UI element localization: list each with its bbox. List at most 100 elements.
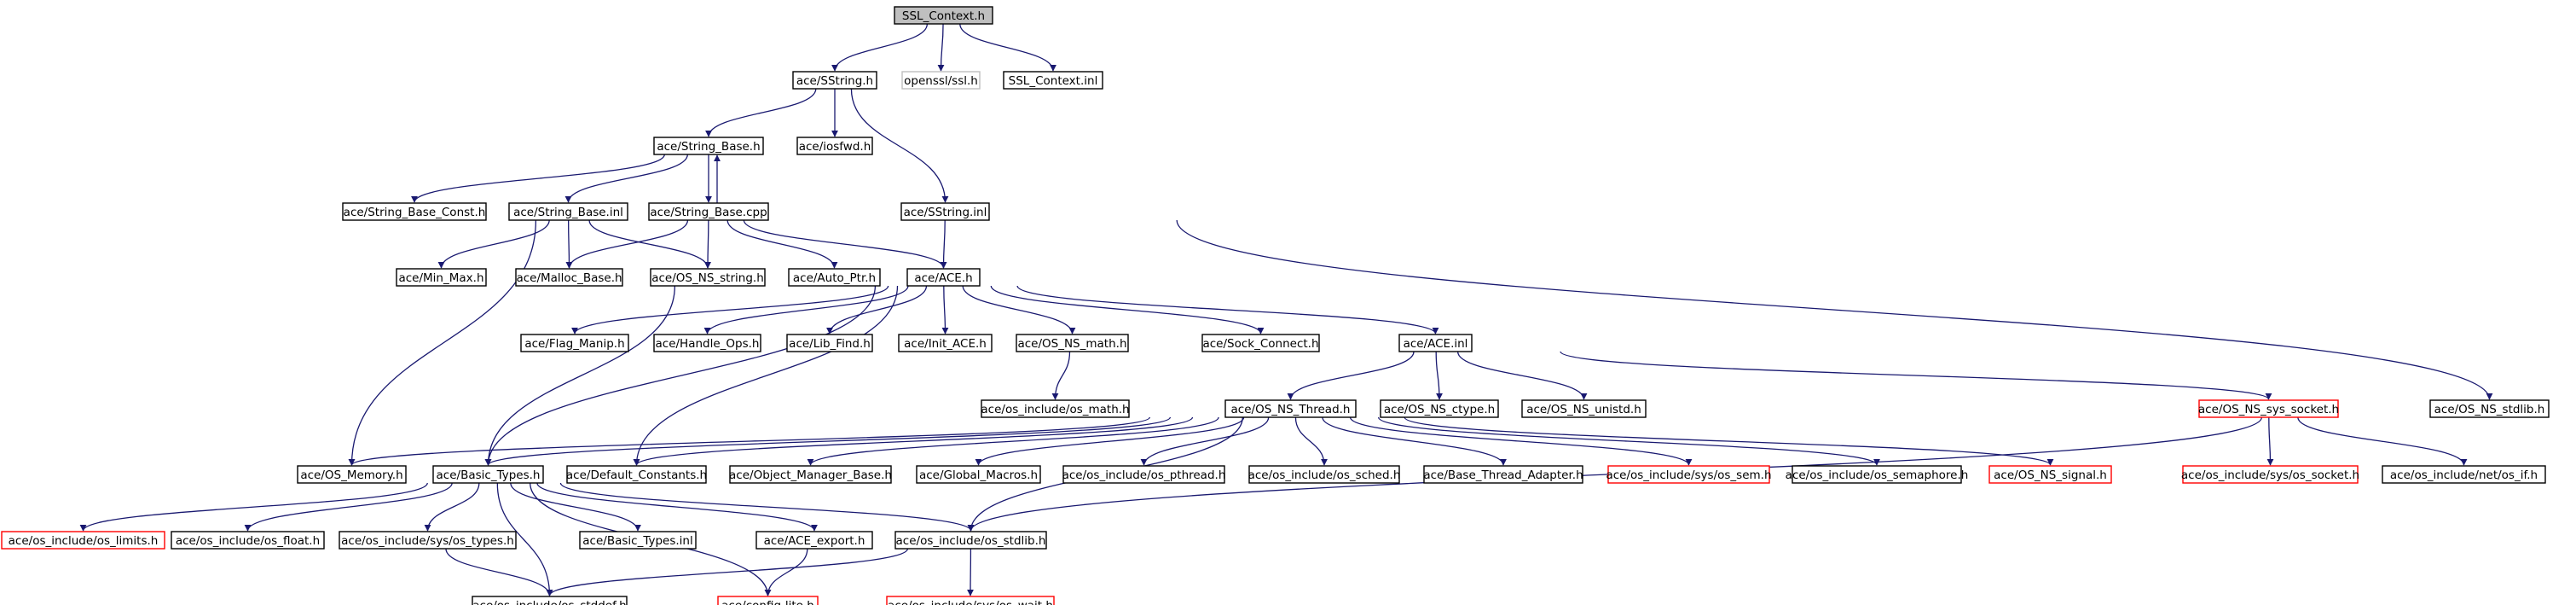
file-node[interactable]: ace/os_include/sys/os_sem.h [1606,465,1772,484]
file-node[interactable]: ace/ACE.inl [1398,334,1473,352]
file-node-label: ace/String_Base.cpp [650,206,767,219]
file-node[interactable]: ace/String_Base.inl [508,202,628,221]
file-node[interactable]: ace/os_include/sys/os_socket.h [2181,465,2359,484]
file-node-label: ace/String_Base.inl [513,206,623,219]
file-node[interactable]: ace/OS_NS_sys_socket.h [2198,399,2339,418]
file-node[interactable]: ace/SString.h [792,71,877,90]
file-node[interactable]: SSL_Context.inl [1003,71,1103,90]
file-node[interactable]: ace/Sock_Connect.h [1201,334,1320,352]
file-node[interactable]: ace/Auto_Ptr.h [788,268,881,287]
file-node-box [579,531,697,550]
file-node-label: ace/OS_NS_signal.h [1994,468,2107,482]
file-node[interactable]: ace/OS_NS_unistd.h [1521,399,1647,418]
file-node[interactable]: ace/OS_NS_math.h [1016,334,1129,352]
file-node[interactable]: ace/iosfwd.h [796,137,873,155]
file-node-label: ace/os_include/os_pthread.h [1062,468,1226,482]
file-node-label: ace/OS_NS_string.h [651,271,764,285]
file-node[interactable]: ace/Init_ACE.h [898,334,993,352]
file-node[interactable]: ace/OS_NS_signal.h [1988,465,2112,484]
dependency-edges [79,23,2493,596]
file-node[interactable]: ace/OS_NS_ctype.h [1380,399,1499,418]
file-node-label: ace/OS_NS_sys_socket.h [2198,403,2339,416]
file-node[interactable]: ace/Malloc_Base.h [515,268,623,287]
file-node-box [755,531,873,550]
file-node-box [1521,399,1647,418]
file-node[interactable]: ace/SString.inl [900,202,990,221]
include-edge [445,548,553,596]
file-node-box [916,465,1041,484]
file-node-box [171,531,325,550]
file-node[interactable]: ace/OS_NS_stdlib.h [2429,399,2550,418]
file-node-box [786,334,873,352]
file-node-box [796,137,873,155]
file-node[interactable]: ace/String_Base_Const.h [342,202,487,221]
file-node-label: ace/Auto_Ptr.h [793,271,876,285]
file-node[interactable]: ace/ACE.h [906,268,981,287]
file-node[interactable]: ace/os_include/os_math.h [981,399,1130,418]
include-edge [1560,351,2272,400]
file-node-box [432,465,544,484]
file-node[interactable]: ace/Basic_Types.h [432,465,544,484]
file-node[interactable]: ace/Object_Manager_Base.h [729,465,892,484]
file-node-label: ace/os_include/sys/os_types.h [341,534,514,548]
include-edge [633,416,1194,466]
include-edge [941,285,949,334]
file-node[interactable]: ace/Basic_Types.inl [579,531,697,550]
file-node[interactable]: ace/os_include/sys/os_wait.h [886,596,1055,605]
file-node[interactable]: ace/os_include/net/os_if.h [2382,465,2546,484]
file-node[interactable]: ace/OS_NS_string.h [650,268,766,287]
file-node-label: ace/ACE.inl [1404,337,1468,351]
file-node-label: ace/os_include/os_float.h [176,534,320,548]
file-node[interactable]: ace/Base_Thread_Adapter.h [1423,465,1583,484]
file-node-label: ace/OS_NS_math.h [1017,337,1126,351]
file-node-box [788,268,881,287]
file-node[interactable]: ace/Default_Constants.h [566,465,707,484]
file-node[interactable]: ace/Flag_Manip.h [520,334,629,352]
file-node[interactable]: ace/Min_Max.h [396,268,487,287]
file-node[interactable]: ace/os_include/os_limits.h [1,531,165,550]
file-node-label: ace/os_include/os_sched.h [1248,468,1401,482]
file-node[interactable]: ace/Global_Macros.h [916,465,1041,484]
file-node[interactable]: ace/os_include/sys/os_types.h [339,531,517,550]
file-node-label: ace/Base_Thread_Adapter.h [1423,468,1583,482]
include-edge [959,23,1056,72]
file-node[interactable]: ace/Lib_Find.h [786,334,873,352]
file-node-box [901,71,981,90]
file-node[interactable]: ace/os_include/os_sched.h [1248,465,1401,484]
file-node-label: ace/os_include/net/os_if.h [2390,468,2538,482]
file-node-label: ace/os_include/sys/os_socket.h [2181,468,2359,482]
include-edge [826,285,928,334]
file-node[interactable]: ace/String_Base.cpp [648,202,769,221]
file-node-label: ace/SString.inl [904,206,987,219]
include-edge [571,285,889,334]
file-node[interactable]: ace/ACE_export.h [755,531,873,550]
file-node-box [566,465,707,484]
include-edge [496,482,553,596]
include-edge [79,482,428,532]
file-node[interactable]: ace/os_include/os_stdlib.h [894,531,1047,550]
file-node[interactable]: SSL_Context.h [894,6,993,25]
include-edge [1016,285,1439,334]
file-node-label: ace/String_Base_Const.h [344,206,486,219]
file-node[interactable]: ace/config-lite.h [717,596,819,605]
include-edge [1176,219,2493,400]
file-node-label: ace/OS_Memory.h [300,468,402,482]
file-node[interactable]: ace/os_include/os_pthread.h [1062,465,1226,484]
file-node-box [1988,465,2112,484]
file-node[interactable]: ace/os_include/os_float.h [171,531,325,550]
file-node[interactable]: ace/OS_NS_Thread.h [1224,399,1357,418]
file-node[interactable]: ace/OS_Memory.h [297,465,407,484]
file-node[interactable]: ace/Handle_Ops.h [653,334,761,352]
file-node-box [653,334,761,352]
include-edge [424,482,480,532]
file-node-label: ace/Malloc_Base.h [516,271,622,285]
file-node-box [894,531,1047,550]
file-node-box [886,596,1055,605]
file-node[interactable]: openssl/ssl.h [901,71,981,90]
file-node-label: SSL_Context.h [902,9,985,23]
file-node-box [515,268,623,287]
file-node[interactable]: ace/os_include/os_stddef.h [472,596,628,605]
include-edge [565,219,573,269]
file-node[interactable]: ace/os_include/os_semaphore.h [1786,465,1969,484]
file-node[interactable]: ace/String_Base.h [653,137,764,155]
